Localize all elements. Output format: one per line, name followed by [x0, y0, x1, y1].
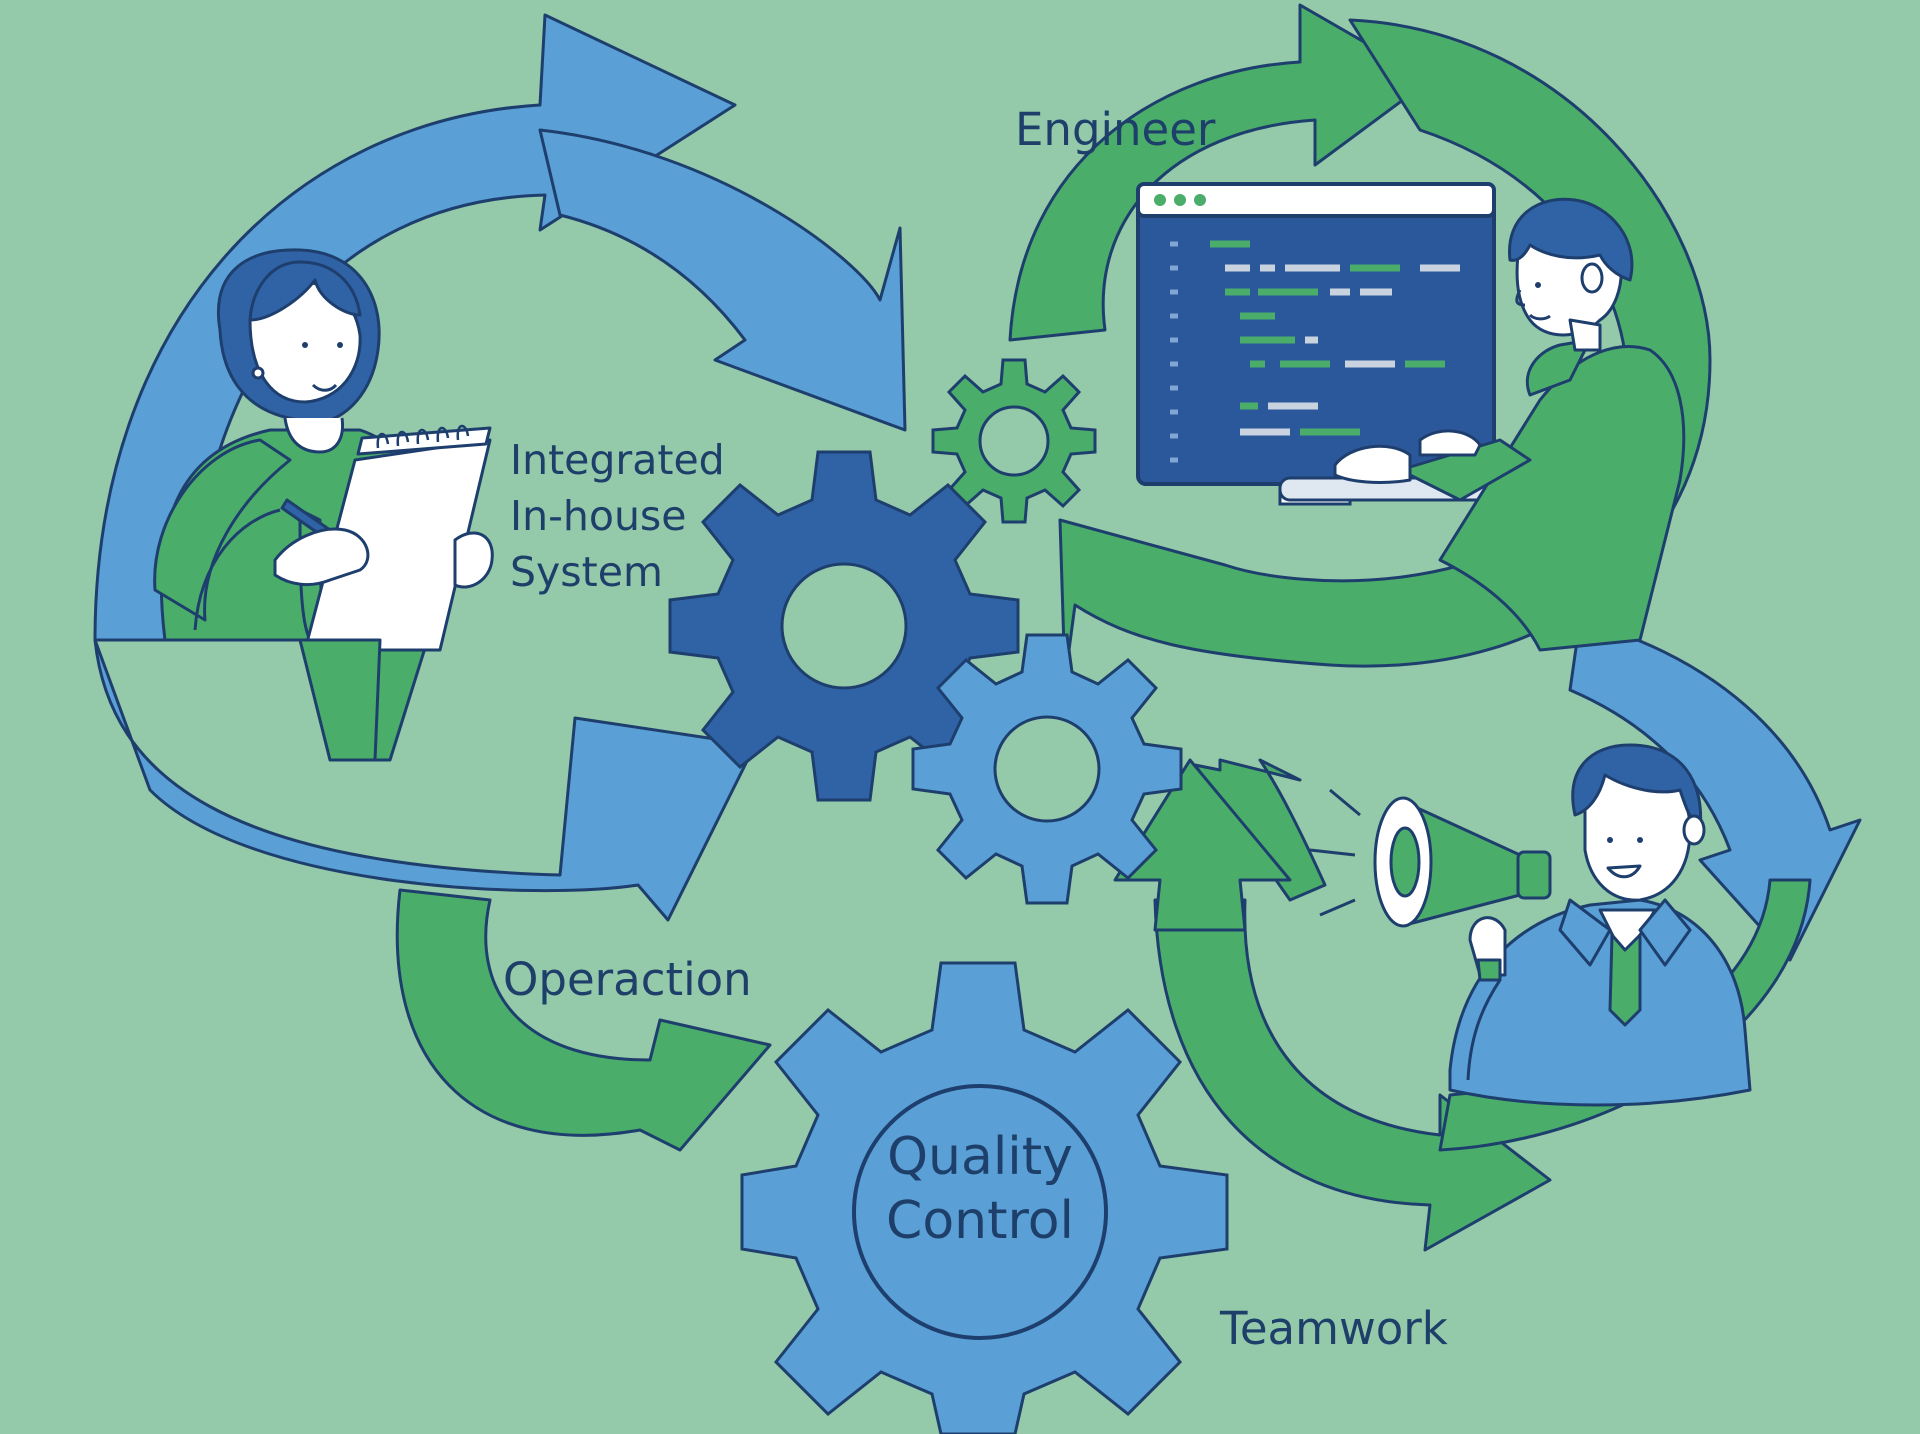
quality-gear-icon — [740, 961, 1229, 1434]
green-operaction-arrow — [395, 888, 772, 1152]
quality-control-label: Quality Control — [860, 1125, 1100, 1253]
blue-right-arrow — [1568, 618, 1862, 962]
engineer-label: Engineer — [1015, 103, 1216, 156]
woman-figure — [153, 248, 494, 762]
integrated-system-label: Integrated In-house System — [510, 432, 725, 600]
quality-line-1: Quality — [887, 1127, 1073, 1187]
integrated-line-1: Integrated — [510, 436, 725, 484]
gear-icon — [931, 358, 1097, 524]
integrated-line-3: System — [510, 548, 663, 596]
operaction-label: Operaction — [503, 953, 752, 1006]
presenter-figure — [1448, 743, 1752, 1107]
integrated-line-2: In-house — [510, 492, 687, 540]
engineer-figure — [1333, 197, 1686, 652]
blue-cycle-top-arrow — [93, 13, 907, 642]
gear-icon — [911, 633, 1183, 905]
monitor-icon — [1136, 182, 1496, 506]
quality-line-2: Control — [886, 1191, 1074, 1251]
gear-icon — [668, 450, 1020, 802]
teamwork-label: Teamwork — [1220, 1302, 1448, 1355]
megaphone-icon — [1309, 788, 1552, 928]
